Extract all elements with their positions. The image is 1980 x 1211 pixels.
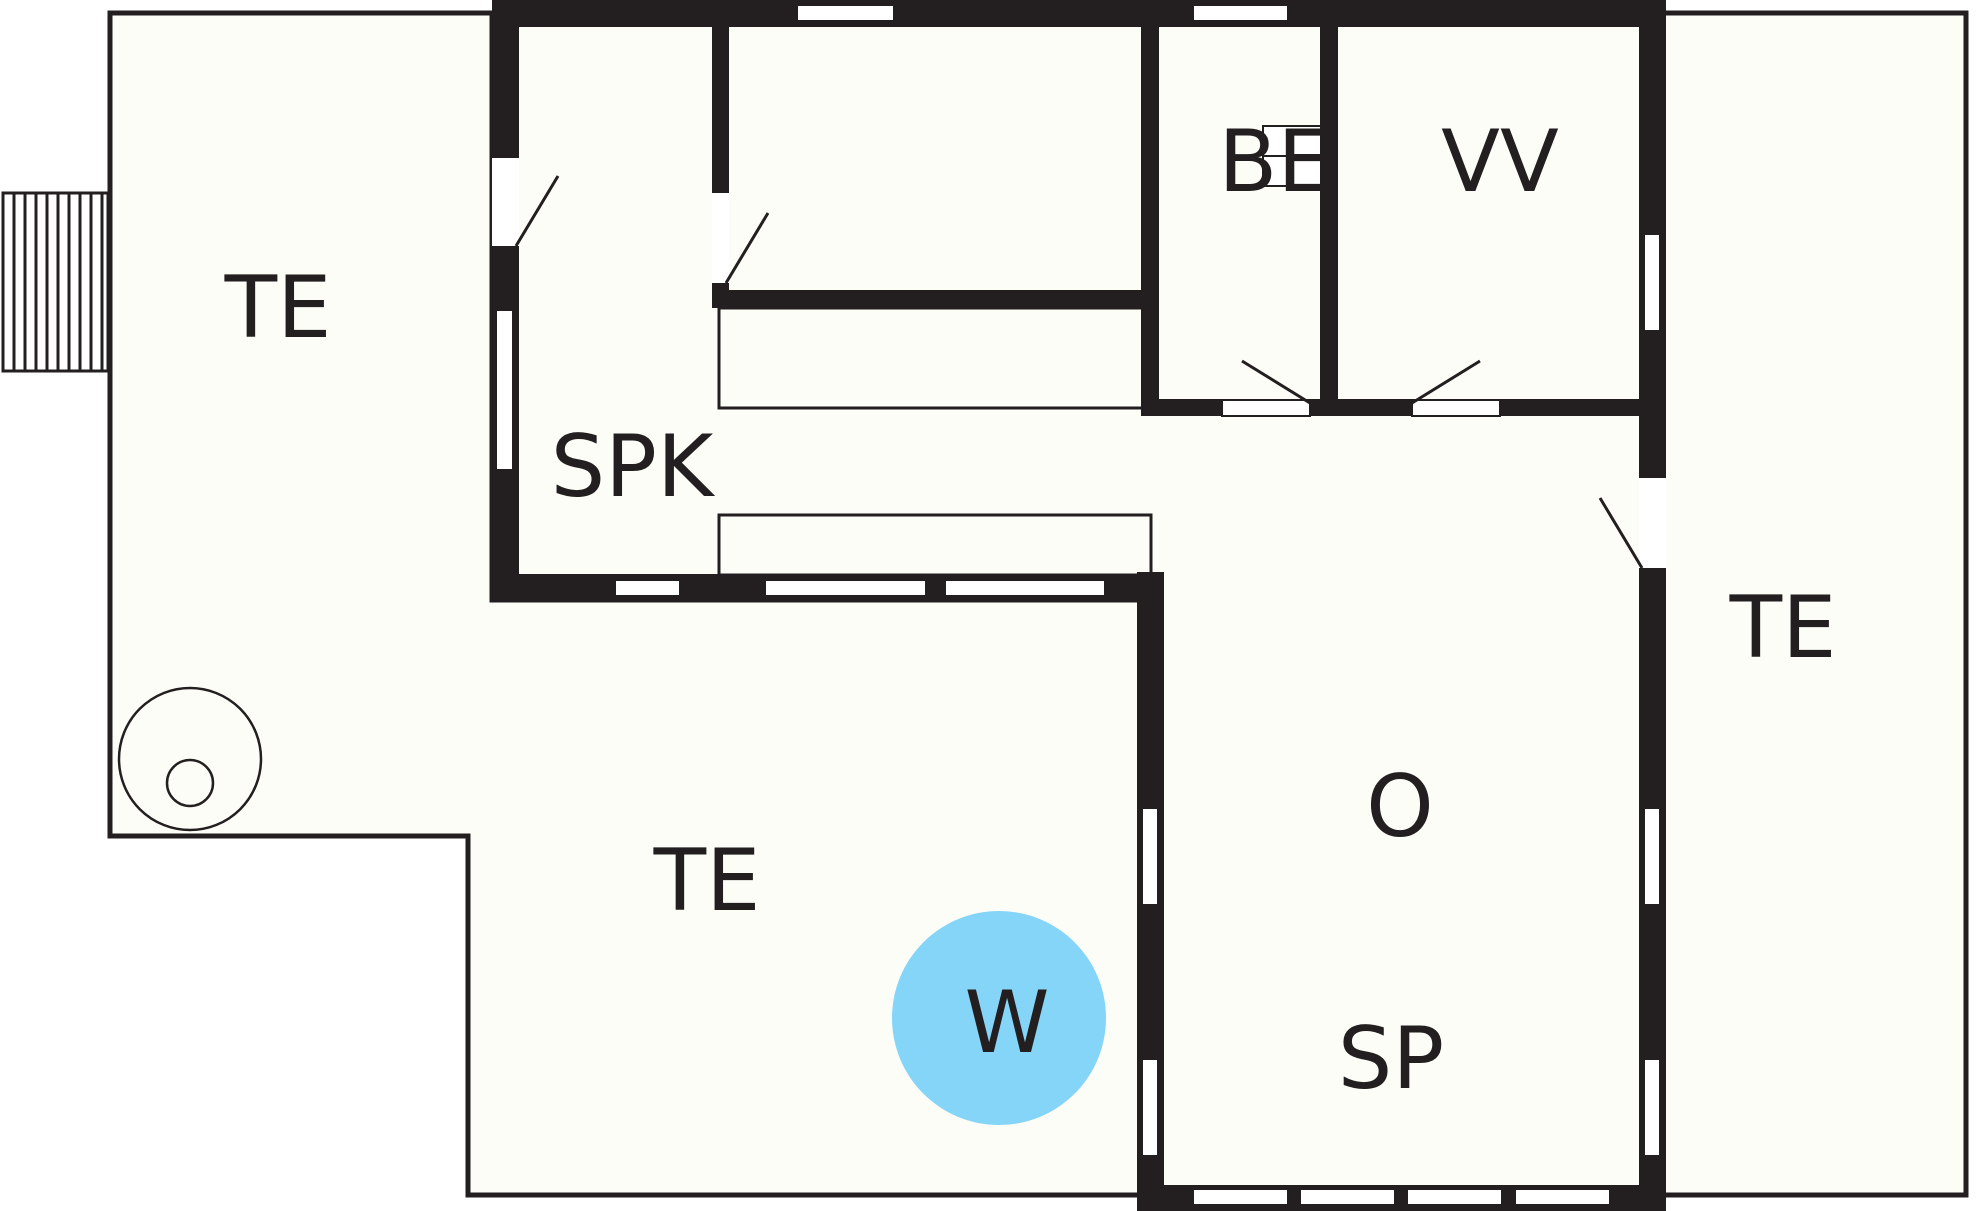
kitchen-counters: [717, 306, 1153, 577]
label-te-bottom: TE: [653, 831, 761, 931]
label-spk: SPK: [551, 417, 716, 517]
steps-icon: [1, 191, 110, 373]
label-te-right: TE: [1729, 578, 1837, 678]
label-vv: VV: [1441, 112, 1559, 212]
windows: [495, 4, 1661, 1206]
doors: [492, 158, 1666, 569]
round-grill-icon: [117, 686, 263, 832]
label-w: W: [964, 973, 1049, 1073]
label-sp: SP: [1338, 1009, 1444, 1109]
circle-marker: [892, 911, 1106, 1125]
label-o: O: [1366, 757, 1434, 857]
label-be: BE: [1218, 112, 1331, 212]
label-te-left: TE: [224, 258, 332, 358]
